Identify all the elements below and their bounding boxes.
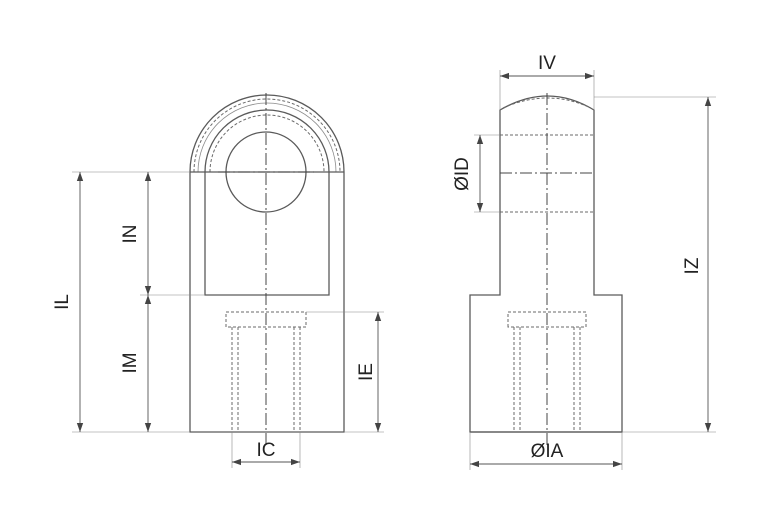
front-thread-bore xyxy=(225,311,307,432)
dimension-IV: IV xyxy=(499,53,595,110)
dimension-IA: ØIA xyxy=(469,432,623,470)
dim-label-IZ: IZ xyxy=(682,257,703,274)
side-thread-bore xyxy=(507,311,587,432)
dim-label-IN: IN xyxy=(120,225,141,244)
dimension-IC: IC xyxy=(231,432,301,468)
dim-label-ID: ØID xyxy=(452,157,473,191)
front-slot xyxy=(204,172,330,296)
front-slot-arc xyxy=(204,109,330,173)
front-slot-arc-hatch xyxy=(209,114,325,173)
dimension-IZ: IZ xyxy=(594,96,716,433)
dimension-ID: ØID xyxy=(452,134,500,213)
dimension-IM: IM xyxy=(120,295,152,432)
dimension-IL: IL xyxy=(52,171,190,433)
dim-label-IA: ØIA xyxy=(531,441,564,462)
side-outline xyxy=(469,95,623,433)
dim-label-IE: IE xyxy=(356,363,377,381)
dimension-IN: IN xyxy=(120,172,205,296)
dim-label-IV: IV xyxy=(538,53,556,74)
dim-label-IL: IL xyxy=(52,294,73,310)
front-top-arc-inner xyxy=(197,102,337,173)
dim-label-IM: IM xyxy=(120,352,141,373)
dimension-IE: IE xyxy=(306,311,384,433)
front-view xyxy=(189,93,345,446)
side-view xyxy=(469,93,623,446)
dim-label-IC: IC xyxy=(257,440,276,461)
front-outline xyxy=(189,94,345,433)
front-top-arc-hatch xyxy=(193,98,341,173)
